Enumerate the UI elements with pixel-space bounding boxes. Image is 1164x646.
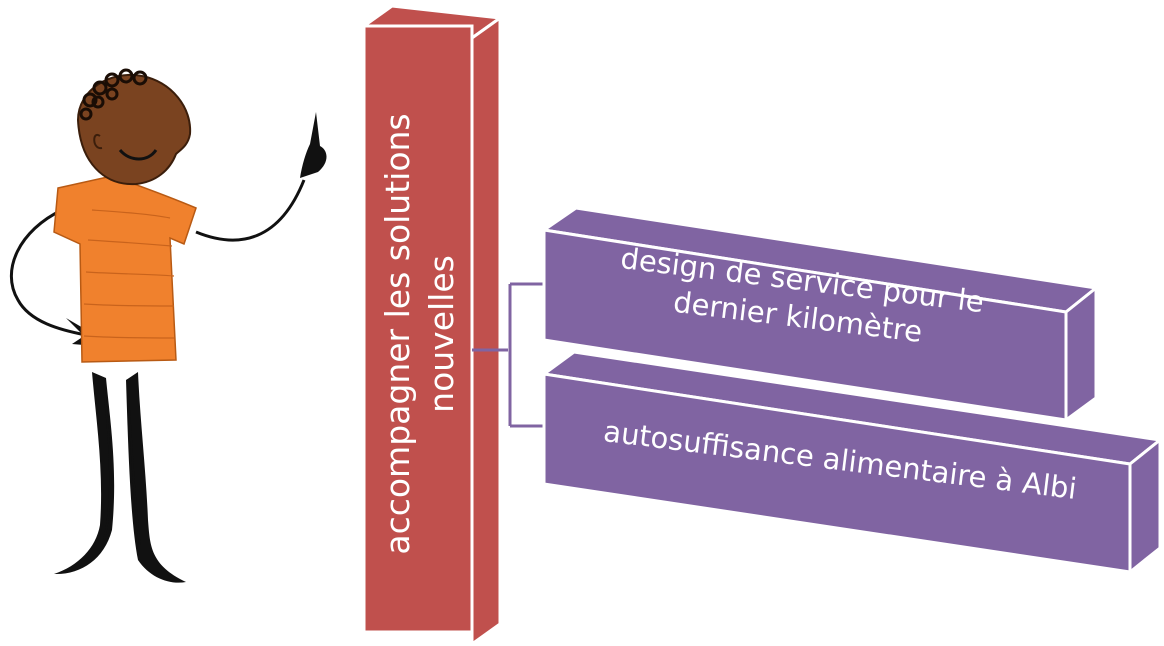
pillar-side-face [470,15,502,646]
character-left-leg [54,372,115,575]
character-left-arm [9,208,87,337]
character-pointing-hand [300,112,327,178]
box-last-mile-3d [540,206,1100,423]
pillar-3d [359,4,505,646]
character-hair [79,68,148,121]
box2-front-face [542,372,1132,574]
character-head [76,73,192,186]
pillar-label: accompagner les solutions nouvelles [376,54,464,614]
box1-side-face [1064,284,1098,423]
character-right-leg [126,372,186,583]
character-smile [118,148,158,161]
pillar-label-line-1: accompagner les solutions [378,113,417,555]
box1-front-face [542,228,1068,422]
cartoon-character-illustration [9,68,327,583]
box2-side-face [1128,436,1162,576]
character-right-arm [195,179,306,242]
box-food-self-sufficiency-3d [540,350,1164,576]
pillar-label-line-2: nouvelles [422,255,461,413]
connector-bracket [472,282,544,428]
pillar-front-face [362,24,474,634]
